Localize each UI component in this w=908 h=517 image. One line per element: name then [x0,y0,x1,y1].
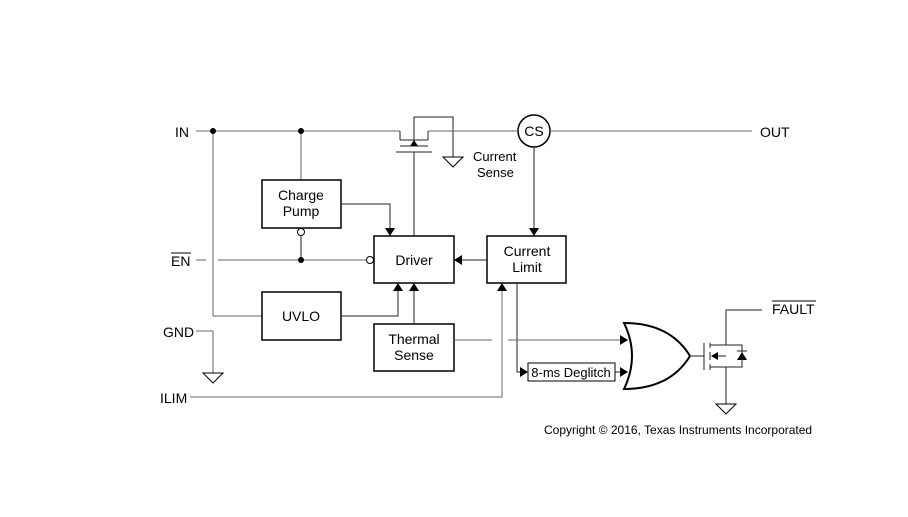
current-limit-block: Current Limit [486,235,567,284]
pin-fault-label: FAULT [772,301,815,317]
in-wires [196,128,400,317]
fault-output-mosfet [703,309,762,415]
current-limit-label-1: Current [504,243,551,259]
in-junction-2 [298,128,304,134]
mosfet-ground-symbol [441,156,465,168]
in-junction-1 [210,128,216,134]
driver-block: Driver [373,235,455,284]
gnd-wires [196,330,225,384]
driver-label: Driver [395,252,433,268]
driver-en-bubble [366,256,374,264]
or-gate [622,321,692,391]
charge-pump-label-1: Charge [278,187,324,203]
en-junction [298,257,304,263]
current-limit-label-2: Limit [512,259,542,275]
thermal-sense-label-2: Sense [394,347,434,363]
deglitch-block: 8-ms Deglitch [527,362,616,382]
copyright-text: Copyright © 2016, Texas Instruments Inco… [544,423,812,437]
cs-label: CS [524,123,543,139]
uvlo-block: UVLO [261,291,342,341]
current-sense-label-1: Current [473,149,517,164]
gnd-ground-symbol [201,372,225,384]
current-sense-label-2: Sense [477,165,514,180]
pin-in-label: IN [175,124,189,140]
thermal-sense-block: Thermal Sense [373,323,455,372]
fault-ground-symbol [714,403,738,415]
charge-pump-inverter-bubble [297,228,305,236]
pin-en: EN [171,252,191,269]
pin-out-label: OUT [760,124,790,140]
pin-en-label: EN [171,253,190,269]
charge-pump-label-2: Pump [283,203,320,219]
pin-gnd-label: GND [163,324,194,340]
uvlo-label: UVLO [282,308,320,324]
charge-pump-block: Charge Pump [261,179,342,229]
thermal-sense-label-1: Thermal [388,331,439,347]
power-mosfet [396,116,517,236]
cs-element: CS [517,114,551,148]
pin-ilim-label: ILIM [160,390,187,406]
pin-fault: FAULT [772,300,816,317]
deglitch-label: 8-ms Deglitch [531,365,610,380]
